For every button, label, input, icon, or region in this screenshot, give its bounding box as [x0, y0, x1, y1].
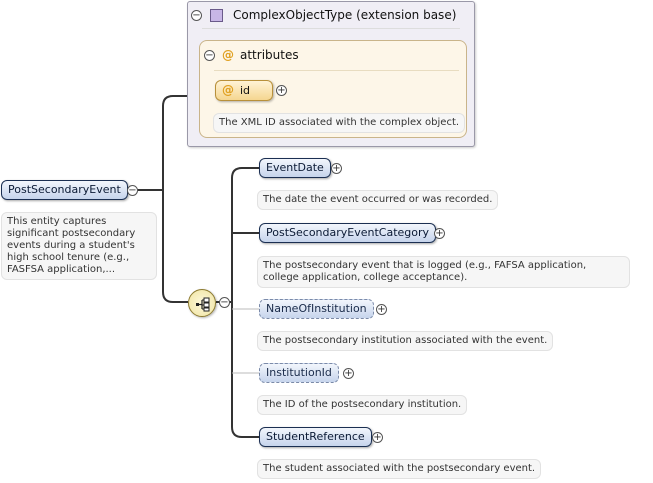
divider: [202, 28, 460, 29]
collapse-icon[interactable]: −: [191, 10, 202, 21]
element-description: The student associated with the postseco…: [257, 459, 542, 479]
collapse-icon[interactable]: −: [127, 185, 138, 196]
complex-type-icon: [210, 9, 223, 22]
element-node-post-secondary-event-category[interactable]: PostSecondaryEventCategory: [259, 223, 437, 243]
element-node-name-of-institution[interactable]: NameOfInstitution: [259, 299, 374, 319]
expand-icon[interactable]: +: [276, 85, 287, 96]
divider: [214, 70, 459, 71]
element-node-institution-id[interactable]: InstitutionId: [259, 363, 339, 383]
id-attribute-label: id: [240, 84, 251, 97]
root-element-description: This entity captures significant postsec…: [1, 212, 157, 280]
expand-icon[interactable]: +: [376, 304, 387, 315]
extension-base-title: ComplexObjectType (extension base): [233, 8, 457, 22]
element-node-event-date[interactable]: EventDate: [259, 158, 331, 178]
expand-icon[interactable]: +: [372, 432, 383, 443]
collapse-icon[interactable]: −: [219, 297, 230, 308]
element-description: The postsecondary event that is logged (…: [257, 256, 630, 288]
element-description: The postsecondary institution associated…: [257, 331, 554, 351]
root-element-node[interactable]: PostSecondaryEvent: [1, 180, 128, 200]
element-description: The date the event occurred or was recor…: [257, 190, 499, 210]
collapse-icon[interactable]: −: [204, 50, 215, 61]
element-node-student-reference[interactable]: StudentReference: [259, 427, 372, 447]
expand-icon[interactable]: +: [343, 368, 354, 379]
id-attribute-node[interactable]: [215, 80, 273, 101]
attribute-icon: @: [222, 83, 234, 97]
sequence-compositor-icon[interactable]: [188, 289, 216, 317]
attributes-label: attributes: [240, 48, 299, 62]
expand-icon[interactable]: +: [434, 228, 445, 239]
id-attribute-description: The XML ID associated with the complex o…: [213, 113, 466, 133]
element-description: The ID of the postsecondary institution.: [257, 395, 468, 415]
expand-icon[interactable]: +: [331, 163, 342, 174]
sequence-icon: [196, 297, 210, 312]
attribute-icon: @: [222, 48, 234, 62]
